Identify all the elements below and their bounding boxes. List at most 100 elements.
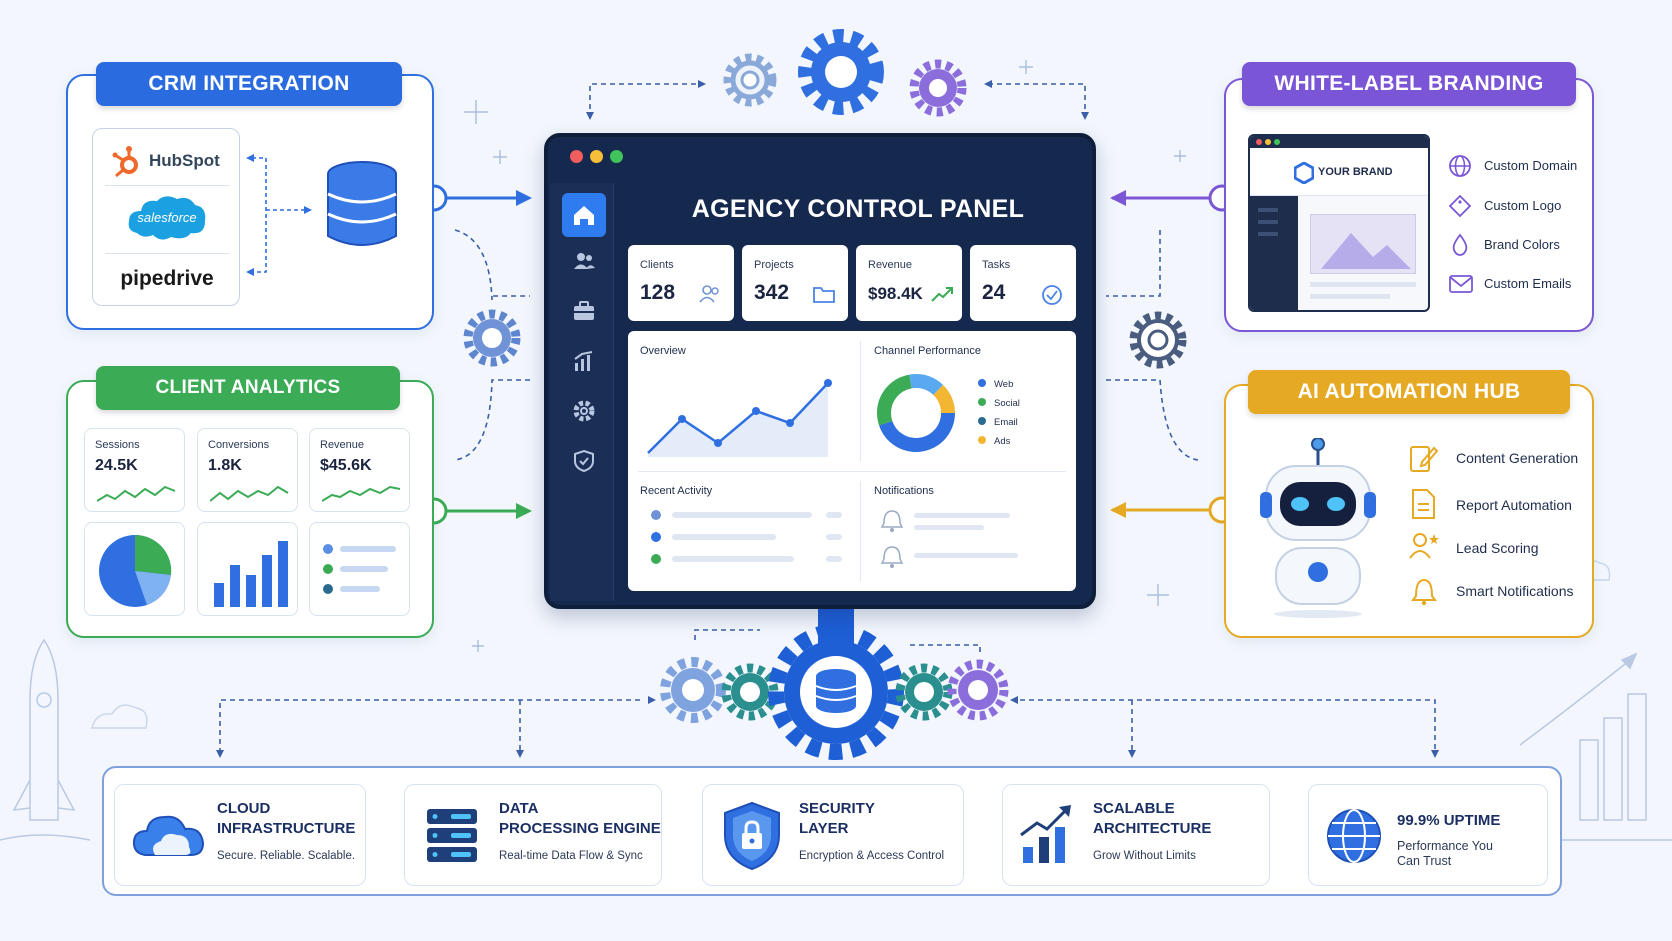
divider (105, 185, 229, 186)
hubspot-logo: HubSpot (93, 146, 241, 179)
users-icon (699, 285, 719, 303)
notifications-title: Notifications (874, 485, 934, 497)
gear-icon-bottom-right (947, 659, 1009, 721)
scalable-architecture-card[interactable]: SCALABLE ARCHITECTURE Grow Without Limit… (1002, 784, 1270, 886)
legend-web: Web (978, 379, 1020, 398)
stat-label: Conversions (208, 439, 270, 451)
sync-arrows (246, 154, 312, 276)
panel-title: AGENCY CONTROL PANEL (691, 195, 1025, 223)
card-subtitle: Grow Without Limits (1093, 850, 1196, 862)
folder-icon (813, 287, 835, 303)
card-title: DATA PROCESSING ENGINE (499, 800, 661, 837)
kpi-label: Revenue (868, 259, 913, 271)
shield-icon[interactable] (572, 449, 596, 473)
data-processing-card[interactable]: DATA PROCESSING ENGINE Real-time Data Fl… (404, 784, 662, 886)
channel-donut-chart[interactable] (874, 371, 958, 455)
gear-icon-top-center (798, 29, 884, 115)
card-subtitle: Secure. Reliable. Scalable. (217, 850, 356, 862)
crm-logo-list: HubSpot salesforce pipedrive (92, 128, 240, 306)
custom-domain-label: Custom Domain (1484, 158, 1578, 173)
bar-chart-card[interactable] (197, 522, 298, 616)
channel-performance-title: Channel Performance (874, 345, 982, 357)
cloud-infrastructure-card[interactable]: CLOUD INFRASTRUCTURE Secure. Reliable. S… (114, 784, 366, 886)
card-subtitle: Performance You Can Trust (1397, 839, 1493, 868)
gear-icon-bottom-teal-right (895, 663, 953, 721)
sidebar-item-home[interactable] (562, 193, 606, 237)
gear-icon-left (463, 309, 521, 367)
sessions-card[interactable]: Sessions 24.5K (84, 428, 185, 512)
stat-label: Revenue (320, 439, 365, 451)
recent-activity-title: Recent Activity (640, 485, 713, 497)
kpi-tasks[interactable]: Tasks 24 (970, 245, 1076, 321)
smart-notifications-label: Smart Notifications (1456, 583, 1574, 599)
divider (105, 253, 229, 254)
card-title: SECURITY LAYER (799, 800, 875, 837)
sidebar (550, 183, 614, 601)
briefcase-icon[interactable] (572, 299, 596, 323)
kpi-value: 128 (640, 281, 676, 304)
bell-icon (1411, 578, 1437, 606)
client-analytics-title: CLIENT ANALYTICS DASHBOARD (96, 366, 400, 442)
card-subtitle: Encryption & Access Control (799, 850, 945, 862)
card-title: SCALABLE ARCHITECTURE (1093, 800, 1212, 837)
maximize-dot[interactable] (610, 150, 623, 163)
sparkline (97, 485, 176, 502)
divider (860, 341, 861, 461)
divider (638, 471, 1066, 472)
legend-ads: Ads (978, 436, 1020, 455)
dashboard-body: Overview Channel Performance Web Social … (628, 331, 1076, 591)
gear-icon[interactable] (572, 399, 596, 423)
uptime-card[interactable]: 99.9% UPTIME Performance You Can Trust (1308, 784, 1548, 886)
hexagon-logo-icon (1294, 162, 1314, 184)
kpi-label: Tasks (982, 259, 1011, 271)
bar-chart-icon (214, 541, 288, 607)
chart-icon[interactable] (572, 349, 596, 373)
pipedrive-label: pipedrive (120, 267, 214, 290)
tag-icon (1448, 194, 1472, 218)
kpi-label: Clients (640, 259, 674, 271)
overview-line-chart[interactable] (638, 361, 838, 461)
kpi-value: $98.4K (868, 284, 923, 303)
divider (860, 481, 861, 581)
conversions-card[interactable]: Conversions 1.8K (197, 428, 298, 512)
close-dot[interactable] (570, 150, 583, 163)
white-label-title: WHITE-LABEL BRANDING (1242, 62, 1576, 106)
gear-icon-top-left (723, 53, 777, 107)
channel-legend: Web Social Email Ads (978, 379, 1020, 455)
kpi-projects[interactable]: Projects 342 (742, 245, 848, 321)
users-icon[interactable] (572, 249, 596, 273)
kpi-clients[interactable]: Clients 128 (628, 245, 734, 321)
salesforce-logo: salesforce (93, 191, 241, 247)
lead-scoring-label: Lead Scoring (1456, 540, 1539, 556)
crm-integration-title: CRM INTEGRATION (96, 62, 402, 106)
sparkline (210, 485, 289, 502)
cloud-icon (132, 815, 205, 856)
pie-chart-card[interactable] (84, 522, 185, 616)
report-automation-label: Report Automation (1456, 497, 1572, 513)
pencil-document-icon (1410, 446, 1438, 472)
trend-up-icon (931, 287, 953, 302)
kpi-revenue[interactable]: Revenue $98.4K (856, 245, 962, 321)
minimize-dot[interactable] (590, 150, 603, 163)
security-layer-card[interactable]: SECURITY LAYER Encryption & Access Contr… (702, 784, 964, 886)
check-circle-icon (1042, 285, 1062, 305)
list-icon (323, 544, 396, 594)
database-icon-center (815, 669, 857, 713)
growth-chart-icon (1020, 805, 1071, 863)
gear-icon-bottom-left (660, 657, 726, 723)
legend-social: Social (978, 398, 1020, 417)
revenue-card[interactable]: Revenue $45.6K (309, 428, 410, 512)
card-title: CLOUD INFRASTRUCTURE (217, 800, 356, 837)
gear-icon-bottom-teal-left (721, 663, 779, 721)
list-card[interactable] (309, 522, 410, 616)
brand-colors-label: Brand Colors (1484, 237, 1560, 252)
content-generation-label: Content Generation (1456, 450, 1579, 466)
custom-logo-label: Custom Logo (1484, 198, 1562, 213)
recent-activity-list[interactable] (650, 509, 850, 575)
lock-shield-icon (724, 801, 780, 871)
overview-title: Overview (640, 345, 686, 357)
stat-value: $45.6K (320, 457, 372, 474)
server-icon (427, 809, 477, 862)
user-star-icon (1409, 533, 1439, 559)
notifications-list[interactable] (874, 503, 1054, 579)
